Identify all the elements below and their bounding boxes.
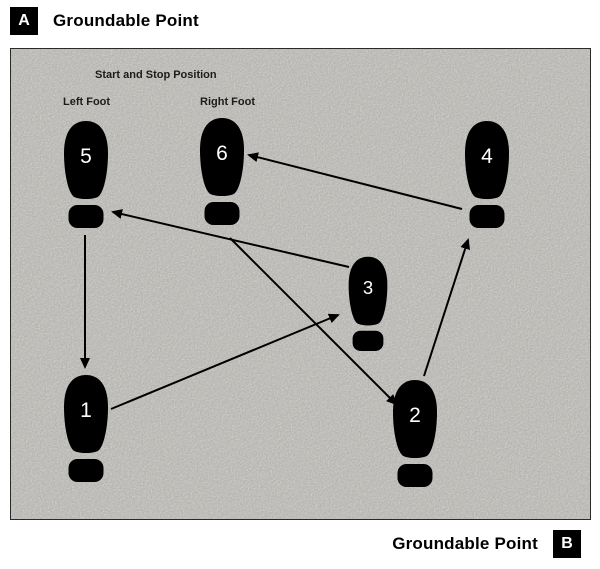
footwork-diagram: Start and Stop Position Left Foot Right … <box>11 49 590 519</box>
footprint-4: 4 <box>465 121 509 228</box>
left-foot-label: Left Foot <box>63 96 110 108</box>
top-header: A Groundable Point <box>10 7 199 35</box>
panel-marker-a: A <box>10 7 38 35</box>
top-title: Groundable Point <box>53 11 199 30</box>
footprint-number: 5 <box>80 145 92 168</box>
footprint-number: 4 <box>481 145 493 168</box>
footprint-5: 5 <box>64 121 108 228</box>
footprint-number: 1 <box>80 399 92 422</box>
footprint-3: 3 <box>348 256 388 351</box>
bottom-title: Groundable Point <box>392 534 538 553</box>
footprint-number: 6 <box>216 142 228 165</box>
arrow-1-to-3 <box>110 313 340 410</box>
footprint-number: 3 <box>363 277 373 298</box>
footprint-2: 2 <box>393 380 437 487</box>
arrow-4-to-6 <box>247 152 463 210</box>
footprint-1: 1 <box>64 375 108 482</box>
bottom-footer: Groundable Point B <box>392 530 581 558</box>
footprint-number: 2 <box>409 404 421 427</box>
right-foot-label: Right Foot <box>200 96 255 108</box>
diagram-area: Start and Stop Position Left Foot Right … <box>10 48 591 520</box>
arrow-6-to-2 <box>229 237 398 406</box>
start-stop-label: Start and Stop Position <box>95 69 217 81</box>
footprint-6: 6 <box>200 118 244 225</box>
arrow-2-to-4 <box>423 238 470 377</box>
panel-marker-b: B <box>553 530 581 558</box>
